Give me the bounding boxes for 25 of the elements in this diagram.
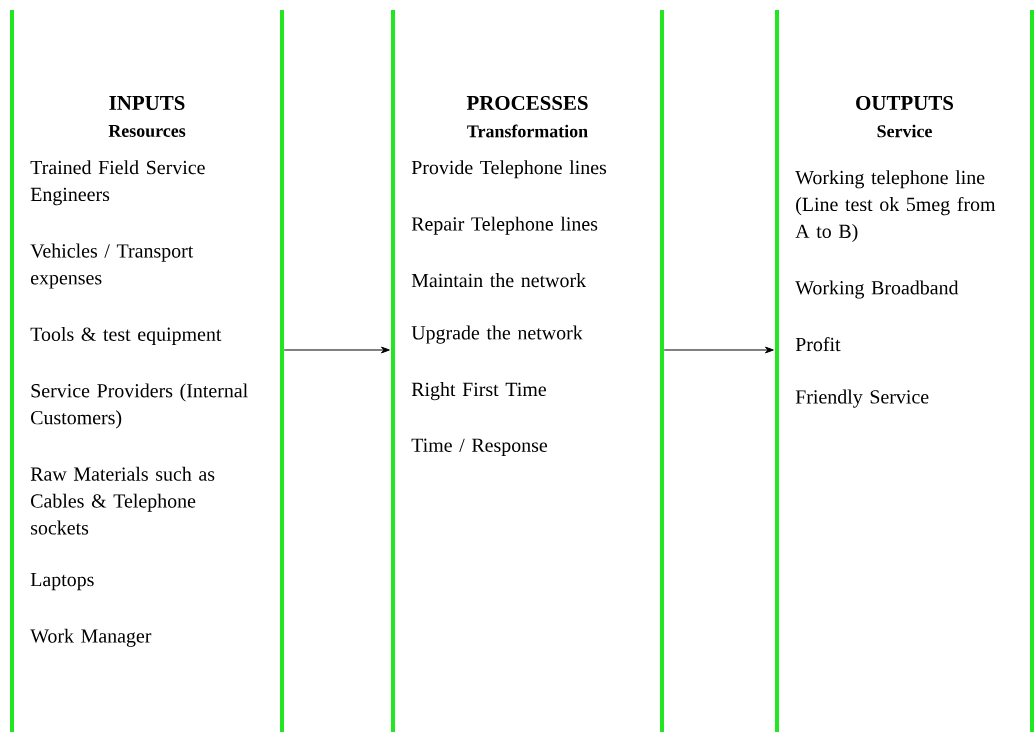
list-item: Raw Materials such as Cables & Telephone sockets	[30, 466, 215, 535]
list-item: Time / Response	[411, 438, 548, 456]
list-item: Tools & test equipment	[30, 327, 222, 346]
column-heading: INPUTS	[109, 95, 185, 110]
list-item: Laptops	[30, 573, 94, 591]
arrow	[663, 346, 774, 354]
list-item: Friendly Service	[795, 389, 929, 408]
list-item: Working Broadband	[795, 280, 959, 299]
list-item: Maintain the network	[411, 273, 587, 288]
column-heading: PROCESSES	[466, 95, 588, 110]
list-item: Working telephone line (Line test ok 5meg from A to B)	[795, 170, 996, 243]
column-subheading: Service	[877, 124, 932, 138]
list-item: Profit	[795, 337, 841, 352]
list-item: Service Providers (Internal Customers)	[31, 383, 248, 429]
list-item: Work Manager	[30, 628, 152, 647]
column-subheading: Transformation	[467, 124, 588, 138]
list-item: Repair Telephone lines	[411, 216, 598, 235]
column-heading: OUTPUTS	[856, 95, 953, 110]
list-item: Upgrade the network	[411, 325, 583, 344]
arrow	[283, 346, 390, 354]
column-subheading: Resources	[108, 125, 186, 137]
list-item: Right First Time	[411, 382, 546, 401]
list-item: Provide Telephone lines	[411, 160, 607, 179]
list-item: Trained Field Service Engineers	[30, 160, 205, 206]
list-item: Vehicles / Transport expenses	[30, 243, 194, 289]
